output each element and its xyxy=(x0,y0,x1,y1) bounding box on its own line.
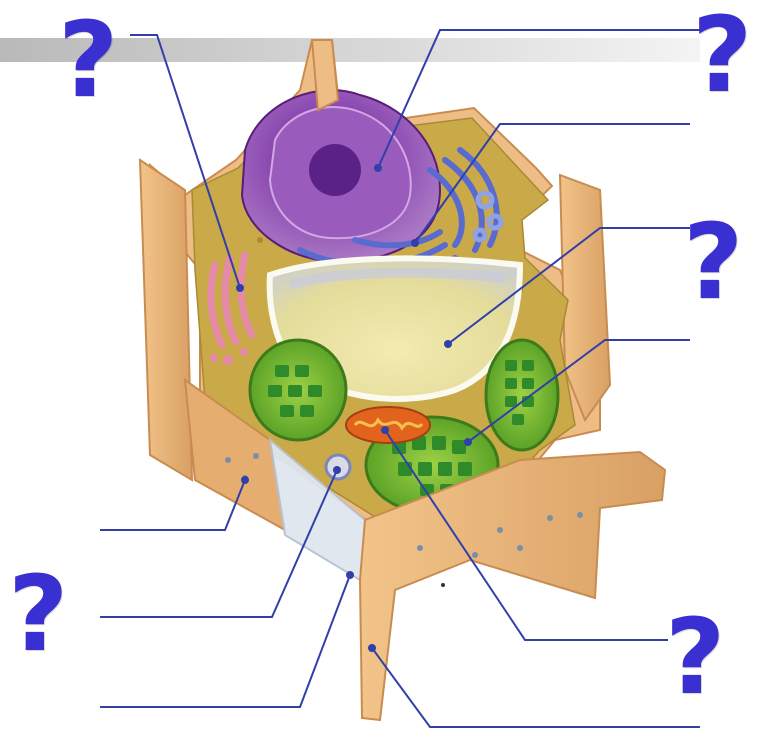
nucleus xyxy=(242,90,440,262)
chloroplast-right xyxy=(486,340,558,450)
chloroplast-left xyxy=(250,340,346,440)
question-mark-golgi: ? xyxy=(58,8,118,112)
question-mark-nucleus: ? xyxy=(692,3,752,107)
question-mark-vesicle: ? xyxy=(8,562,68,666)
question-mark-vacuole: ? xyxy=(683,210,743,314)
mitochondrion xyxy=(346,407,430,443)
question-mark-mitochondrion: ? xyxy=(665,605,725,709)
